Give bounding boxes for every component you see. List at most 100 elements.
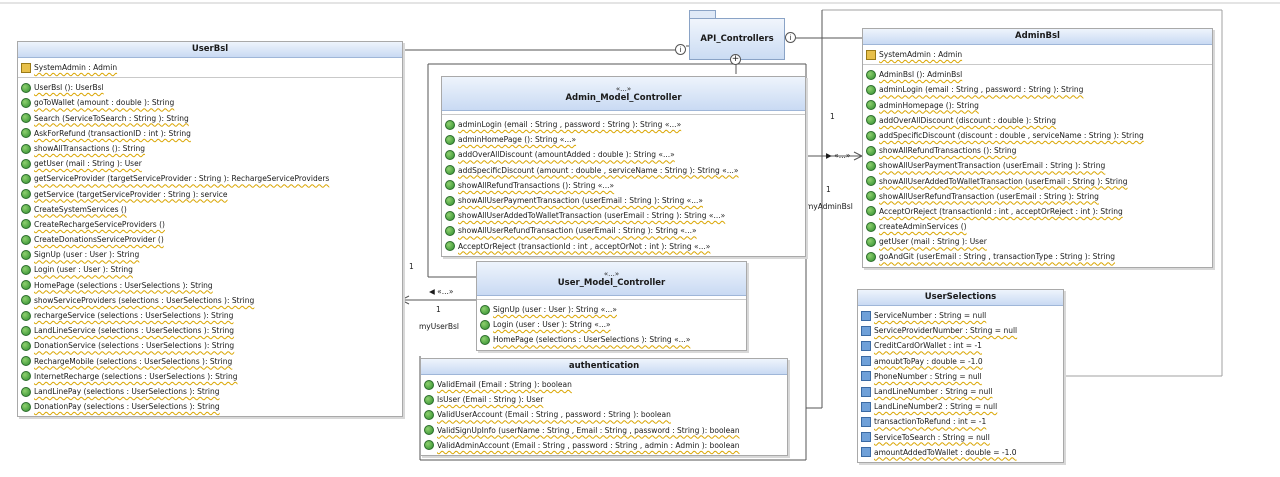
method-row[interactable]: LandLineService (selections : UserSelect…: [18, 323, 402, 338]
method-row[interactable]: UserBsl (): UserBsl: [18, 80, 402, 95]
attribute-row[interactable]: ServiceNumber : String = null: [858, 308, 1063, 323]
method-row[interactable]: HomePage (selections : UserSelections ):…: [18, 278, 402, 293]
field-icon: [861, 340, 871, 351]
method-row[interactable]: goToWallet (amount : double ): String: [18, 95, 402, 110]
attribute-row[interactable]: ServiceProviderNumber : String = null: [858, 323, 1063, 338]
method-row[interactable]: Login (user : User ): String «...»: [477, 317, 746, 332]
attribute-row[interactable]: CreditCardOrWallet : int = -1: [858, 338, 1063, 353]
method-row[interactable]: adminHomepage (): String: [863, 98, 1212, 113]
method-row[interactable]: createAdminServices (): [863, 219, 1212, 234]
user-model-controller-class[interactable]: «...» User_Model_Controller SignUp (user…: [476, 261, 747, 351]
method-row[interactable]: HomePage (selections : UserSelections ):…: [477, 332, 746, 347]
method-signature: IsUser (Email : String ): User: [437, 395, 544, 405]
method-row[interactable]: addSpecificDiscount (amount : double , s…: [442, 163, 805, 178]
method-icon: [866, 206, 876, 217]
method-row[interactable]: CreateSystemServices (): [18, 202, 402, 217]
method-row[interactable]: ValidUserAccount (Email : String , passw…: [421, 407, 787, 422]
class-title: UserSelections: [858, 290, 1063, 306]
userbsl-arrow-stereotype: ◀ «...»: [429, 287, 454, 296]
method-signature: DonationPay (selections : UserSelections…: [34, 402, 220, 412]
method-row[interactable]: showAllRefundTransactions (): String: [863, 143, 1212, 158]
attribute-row[interactable]: transactionToRefund : int = -1: [858, 414, 1063, 429]
method-icon: [866, 84, 876, 95]
method-row[interactable]: goAndGit (userEmail : String , transacti…: [863, 249, 1212, 264]
attribute-row[interactable]: SystemAdmin : Admin: [18, 60, 402, 75]
method-row[interactable]: adminLogin (email : String , password : …: [442, 117, 805, 132]
method-row[interactable]: addSpecificDiscount (discount : double ,…: [863, 128, 1212, 143]
method-row[interactable]: showAllUserRefundTransaction (userEmail …: [442, 223, 805, 238]
method-row[interactable]: SignUp (user : User ): String: [18, 247, 402, 262]
userselections-class[interactable]: UserSelections ServiceNumber : String = …: [857, 289, 1064, 463]
method-row[interactable]: AcceptOrReject (transactionId : int , ac…: [863, 204, 1212, 219]
method-row[interactable]: showAllUserAddedToWalletTransaction (use…: [442, 208, 805, 223]
method-signature: goToWallet (amount : double ): String: [34, 98, 175, 108]
method-row[interactable]: rechargeService (selections : UserSelect…: [18, 308, 402, 323]
method-row[interactable]: showAllUserPaymentTransaction (userEmail…: [442, 193, 805, 208]
method-icon: [866, 160, 876, 171]
method-signature: HomePage (selections : UserSelections ):…: [493, 335, 691, 345]
method-row[interactable]: DonationPay (selections : UserSelections…: [18, 399, 402, 414]
method-row[interactable]: getUser (mail : String ): User: [18, 156, 402, 171]
method-row[interactable]: adminHomePage (): String «...»: [442, 132, 805, 147]
method-row[interactable]: AdminBsl (): AdminBsl: [863, 67, 1212, 82]
attribute-row[interactable]: LandLineNumber2 : String = null: [858, 399, 1063, 414]
method-row[interactable]: getUser (mail : String ): User: [863, 234, 1212, 249]
method-row[interactable]: addOverAllDiscount (discount : double ):…: [863, 113, 1212, 128]
attribute-row[interactable]: SystemAdmin : Admin: [863, 47, 1212, 62]
method-icon: [21, 97, 31, 108]
attribute-row[interactable]: amoubtToPay : double = -1.0: [858, 354, 1063, 369]
interface-circle-left: i: [675, 44, 686, 55]
authentication-class[interactable]: authentication ValidEmail (Email : Strin…: [420, 358, 788, 456]
class-stereotype: «...»: [615, 84, 632, 93]
method-icon: [445, 225, 455, 236]
method-icon: [866, 191, 876, 202]
method-row[interactable]: LandLinePay (selections : UserSelections…: [18, 384, 402, 399]
method-row[interactable]: showAllUserPaymentTransaction (userEmail…: [863, 158, 1212, 173]
method-signature: AskForRefund (transactionID : int ): Str…: [34, 128, 191, 138]
method-icon: [866, 69, 876, 80]
method-row[interactable]: showAllRefundTransactions (): String «..…: [442, 178, 805, 193]
method-row[interactable]: showAllUserRefundTransaction (userEmail …: [863, 189, 1212, 204]
method-row[interactable]: AcceptOrReject (transactionId : int , ac…: [442, 239, 805, 254]
method-row[interactable]: AskForRefund (transactionID : int ): Str…: [18, 126, 402, 141]
method-icon: [21, 204, 31, 215]
method-row[interactable]: showServiceProviders (selections : UserS…: [18, 293, 402, 308]
attributes-section: [477, 296, 746, 300]
method-row[interactable]: showAllTransactions (): String: [18, 141, 402, 156]
api-controllers-package[interactable]: API_Controllers: [689, 18, 785, 60]
method-icon: [445, 119, 455, 130]
method-row[interactable]: getServiceProvider (targetServiceProvide…: [18, 171, 402, 186]
method-row[interactable]: Search (ServiceToSearch : String ): Stri…: [18, 111, 402, 126]
method-signature: addOverAllDiscount (discount : double ):…: [879, 115, 1057, 125]
attribute-row[interactable]: ServiceToSearch : String = null: [858, 430, 1063, 445]
method-row[interactable]: CreateDonationsServiceProvider (): [18, 232, 402, 247]
method-row[interactable]: showAllUserAddedToWalletTransaction (use…: [863, 174, 1212, 189]
method-row[interactable]: adminLogin (email : String , password : …: [863, 82, 1212, 97]
method-row[interactable]: ValidSignUpInfo (userName : String , Ema…: [421, 423, 787, 438]
method-row[interactable]: RechargeMobile (selections : UserSelecti…: [18, 354, 402, 369]
attribute-row[interactable]: amountAddedToWallet : double = -1.0: [858, 445, 1063, 460]
attribute-row[interactable]: LandLineNumber : String = null: [858, 384, 1063, 399]
method-row[interactable]: InternetRecharge (selections : UserSelec…: [18, 369, 402, 384]
class-header: «...» Admin_Model_Controller: [442, 77, 805, 111]
method-row[interactable]: SignUp (user : User ): String «...»: [477, 302, 746, 317]
userbsl-class[interactable]: UserBsl SystemAdmin : Admin UserBsl (): …: [17, 41, 403, 418]
method-row[interactable]: ValidEmail (Email : String ): boolean: [421, 377, 787, 392]
method-row[interactable]: DonationService (selections : UserSelect…: [18, 338, 402, 353]
method-signature: CreateDonationsServiceProvider (): [34, 235, 164, 245]
userbsl-multiplicity-2: 1: [436, 305, 441, 314]
method-signature: ValidAdminAccount (Email : String , pass…: [437, 440, 740, 450]
method-row[interactable]: CreateRechargeServiceProviders (): [18, 217, 402, 232]
attribute-row[interactable]: PhoneNumber : String = null: [858, 369, 1063, 384]
method-row[interactable]: addOverAllDiscount (amountAdded : double…: [442, 147, 805, 162]
method-row[interactable]: Login (user : User ): String: [18, 262, 402, 277]
method-row[interactable]: IsUser (Email : String ): User: [421, 392, 787, 407]
method-row[interactable]: getService (targetServiceProvider : Stri…: [18, 187, 402, 202]
adminbsl-class[interactable]: AdminBsl SystemAdmin : Admin AdminBsl ()…: [862, 28, 1213, 268]
method-row[interactable]: ValidAdminAccount (Email : String , pass…: [421, 438, 787, 453]
admin-model-controller-class[interactable]: «...» Admin_Model_Controller adminLogin …: [441, 76, 806, 257]
method-icon: [21, 249, 31, 260]
method-signature: ValidEmail (Email : String ): boolean: [437, 380, 572, 389]
